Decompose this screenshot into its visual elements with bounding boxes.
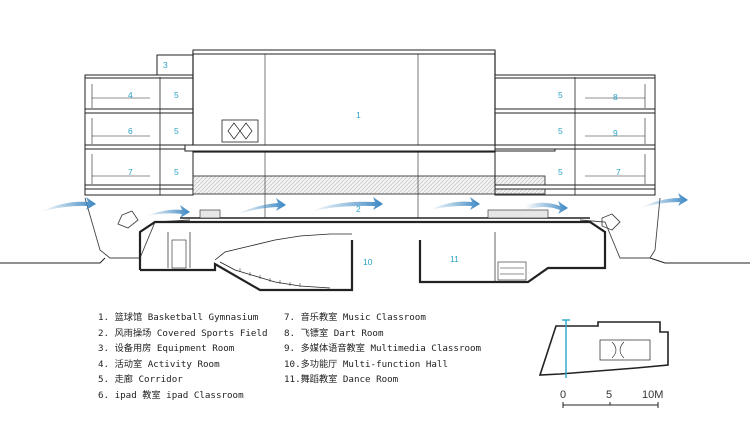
legend-item: 4. 活动室 Activity Room: [98, 358, 220, 370]
legend-item: 10.多功能厅 Multi-function Hall: [284, 358, 448, 370]
room-label: 5: [174, 167, 179, 177]
room-label: 6: [128, 126, 133, 136]
room-label: 5: [558, 90, 563, 100]
wind-flow-arrows: [40, 193, 688, 218]
wind-arrow: [235, 198, 286, 215]
legend-item: 6. ipad 教室 ipad Classroom: [98, 389, 244, 401]
legend-item: 8. 飞镖室 Dart Room: [284, 327, 384, 339]
wind-arrow: [145, 205, 190, 218]
scale-tick-label: 5: [606, 389, 612, 401]
wind-arrow: [640, 193, 688, 208]
left-classroom-block: [84, 54, 194, 196]
legend-right-column: 7. 音乐教室 Music Classroom 8. 飞镖室 Dart Room…: [284, 310, 481, 388]
room-label: 3: [163, 60, 168, 70]
wind-arrow: [430, 197, 480, 210]
wind-arrow: [40, 197, 96, 212]
legend-item: 11.舞蹈教室 Dance Room: [284, 374, 399, 386]
room-label: 11: [450, 254, 459, 264]
wind-arrow: [525, 201, 568, 214]
room-label: 7: [616, 167, 621, 177]
legend-item: 2. 风雨操场 Covered Sports Field: [98, 327, 268, 339]
legend-left-column: 1. 篮球馆 Basketball Gymnasium 2. 风雨操场 Cove…: [98, 310, 268, 404]
scale-tick-label: 10M: [642, 389, 663, 401]
room-number-labels: 3 1 2 4 6 7 5 5 5 5 5 5 8 9 7 10 11: [128, 60, 621, 267]
room-label: 1: [356, 110, 361, 120]
key-plan: [538, 319, 669, 378]
right-plinth: [579, 197, 661, 259]
room-label: 5: [558, 167, 563, 177]
basement-levels: [138, 220, 607, 292]
gymnasium-block: [184, 49, 556, 153]
room-label: 8: [613, 92, 618, 102]
legend-item: 1. 篮球馆 Basketball Gymnasium: [98, 312, 259, 323]
right-classroom-block: [494, 74, 656, 196]
ground-line: [0, 257, 750, 264]
legend-item: 7. 音乐教室 Music Classroom: [284, 312, 426, 323]
left-plinth: [84, 197, 191, 259]
legend-item: 9. 多媒体语音教室 Multimedia Classroom: [284, 343, 482, 355]
scale-tick-label: 0: [560, 389, 566, 401]
room-label: 4: [128, 90, 133, 100]
room-label: 5: [174, 90, 179, 100]
room-label: 5: [174, 126, 179, 136]
room-label: 2: [356, 204, 361, 214]
legend-item: 5. 走廊 Corridor: [98, 374, 183, 386]
wind-arrow: [310, 197, 383, 212]
room-label: 9: [613, 128, 618, 138]
room-label: 5: [558, 126, 563, 136]
scale-bar: 0 5 10M: [560, 389, 663, 408]
room-label: 10: [363, 257, 373, 267]
legend-item: 3. 设备用房 Equipment Room: [98, 343, 235, 355]
room-label: 7: [128, 167, 133, 177]
